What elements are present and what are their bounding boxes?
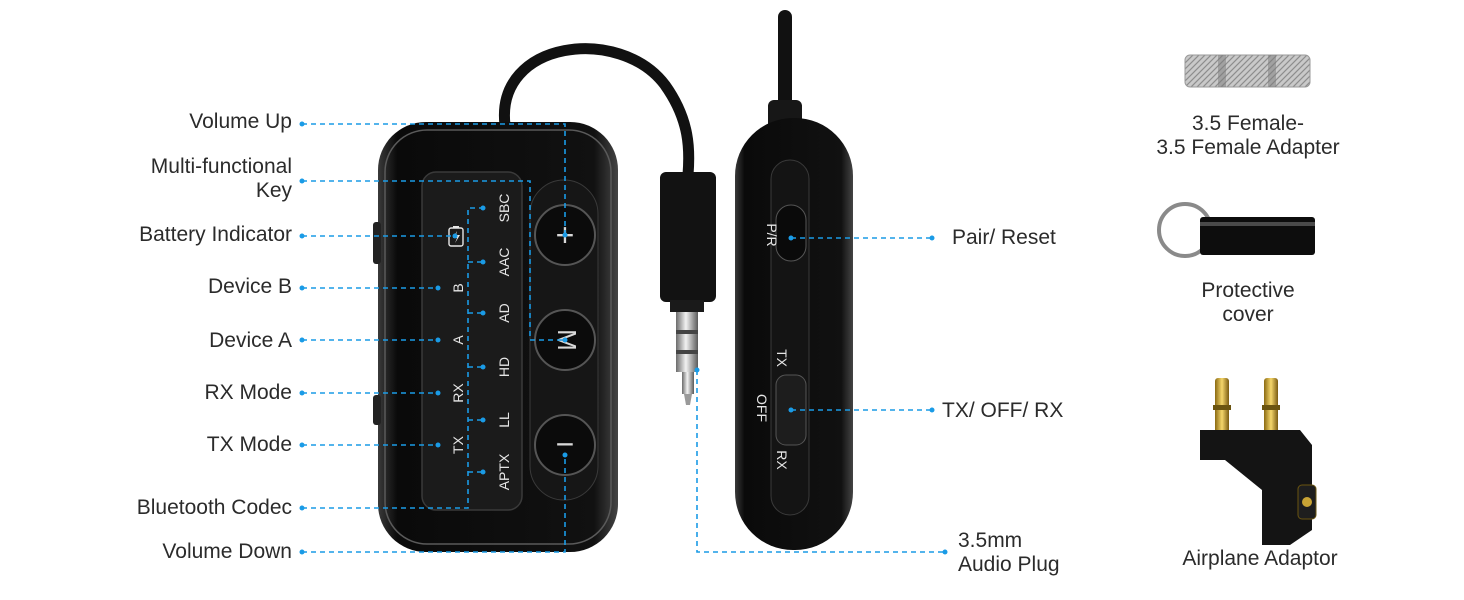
mode-tx: TX [450,435,466,454]
pair-reset-button[interactable] [775,204,807,262]
callout-volume-up [302,123,566,235]
side-device: P/R TX OFF RX [735,10,853,550]
volume-down-button[interactable] [534,414,596,476]
label-battery: Battery Indicator [139,223,292,246]
accessory-female-adapter-line2: 3.5 Female Adapter [1156,136,1340,159]
label-codec: Bluetooth Codec [136,496,292,519]
label-pair-reset: Pair/ Reset [952,226,1056,249]
side-label-rx: RX [774,450,790,470]
callout-multi-key [302,180,565,341]
codec-sbc: SBC [496,194,512,223]
callout-lines [302,123,945,553]
codec-hd: HD [496,357,512,377]
callout-plug [696,370,945,553]
side-label-tx: TX [774,349,790,368]
label-plug-line1: 3.5mm [958,529,1023,552]
label-switch: TX/ OFF/ RX [942,399,1064,422]
side-label-pr: P/R [764,223,780,246]
label-multi-key-line2: Key [255,179,292,202]
mode-rx: RX [450,383,466,403]
callout-codec [302,207,483,509]
front-device: + M − SBC AAC AD HD LL APTX B A RX TX [373,122,618,552]
accessory-protective-cover-line2: cover [1222,303,1274,326]
label-volume-up: Volume Up [189,110,292,133]
female-adapter-icon [1184,54,1311,88]
protective-cover-icon [1157,202,1315,258]
callout-dots [299,121,948,555]
audio-cable [499,43,695,181]
minus-glyph: − [556,426,575,462]
accessory-protective-cover-label: Protective cover [1130,279,1366,327]
label-multi-key-line1: Multi-functional [150,155,292,178]
label-plug-line2: Audio Plug [958,553,1060,576]
label-volume-down: Volume Down [162,540,292,563]
label-tx-mode: TX Mode [206,433,292,456]
mode-a: A [450,335,466,345]
codec-ad: AD [496,303,512,322]
accessory-airplane-adaptor-label: Airplane Adaptor [1182,547,1338,570]
side-label-off: OFF [754,394,770,422]
codec-aptx: APTX [496,453,512,490]
mode-b: B [450,283,466,292]
callout-volume-down [302,455,566,553]
codec-ll: LL [496,412,512,428]
accessory-female-adapter-line1: 3.5 Female- [1191,112,1305,135]
accessory-protective-cover-line1: Protective [1201,279,1295,302]
accessory-female-adapter-label: 3.5 Female- 3.5 Female Adapter [1130,112,1366,160]
label-multi-key: Multi-functional Key [151,155,292,203]
audio-jack [660,172,716,405]
airplane-adaptor-icon [1200,378,1317,545]
label-device-b: Device B [207,275,292,298]
label-rx-mode: RX Mode [204,381,292,404]
codec-aac: AAC [496,248,512,277]
label-device-a: Device A [209,329,292,352]
label-plug: 3.5mm Audio Plug [958,529,1060,577]
